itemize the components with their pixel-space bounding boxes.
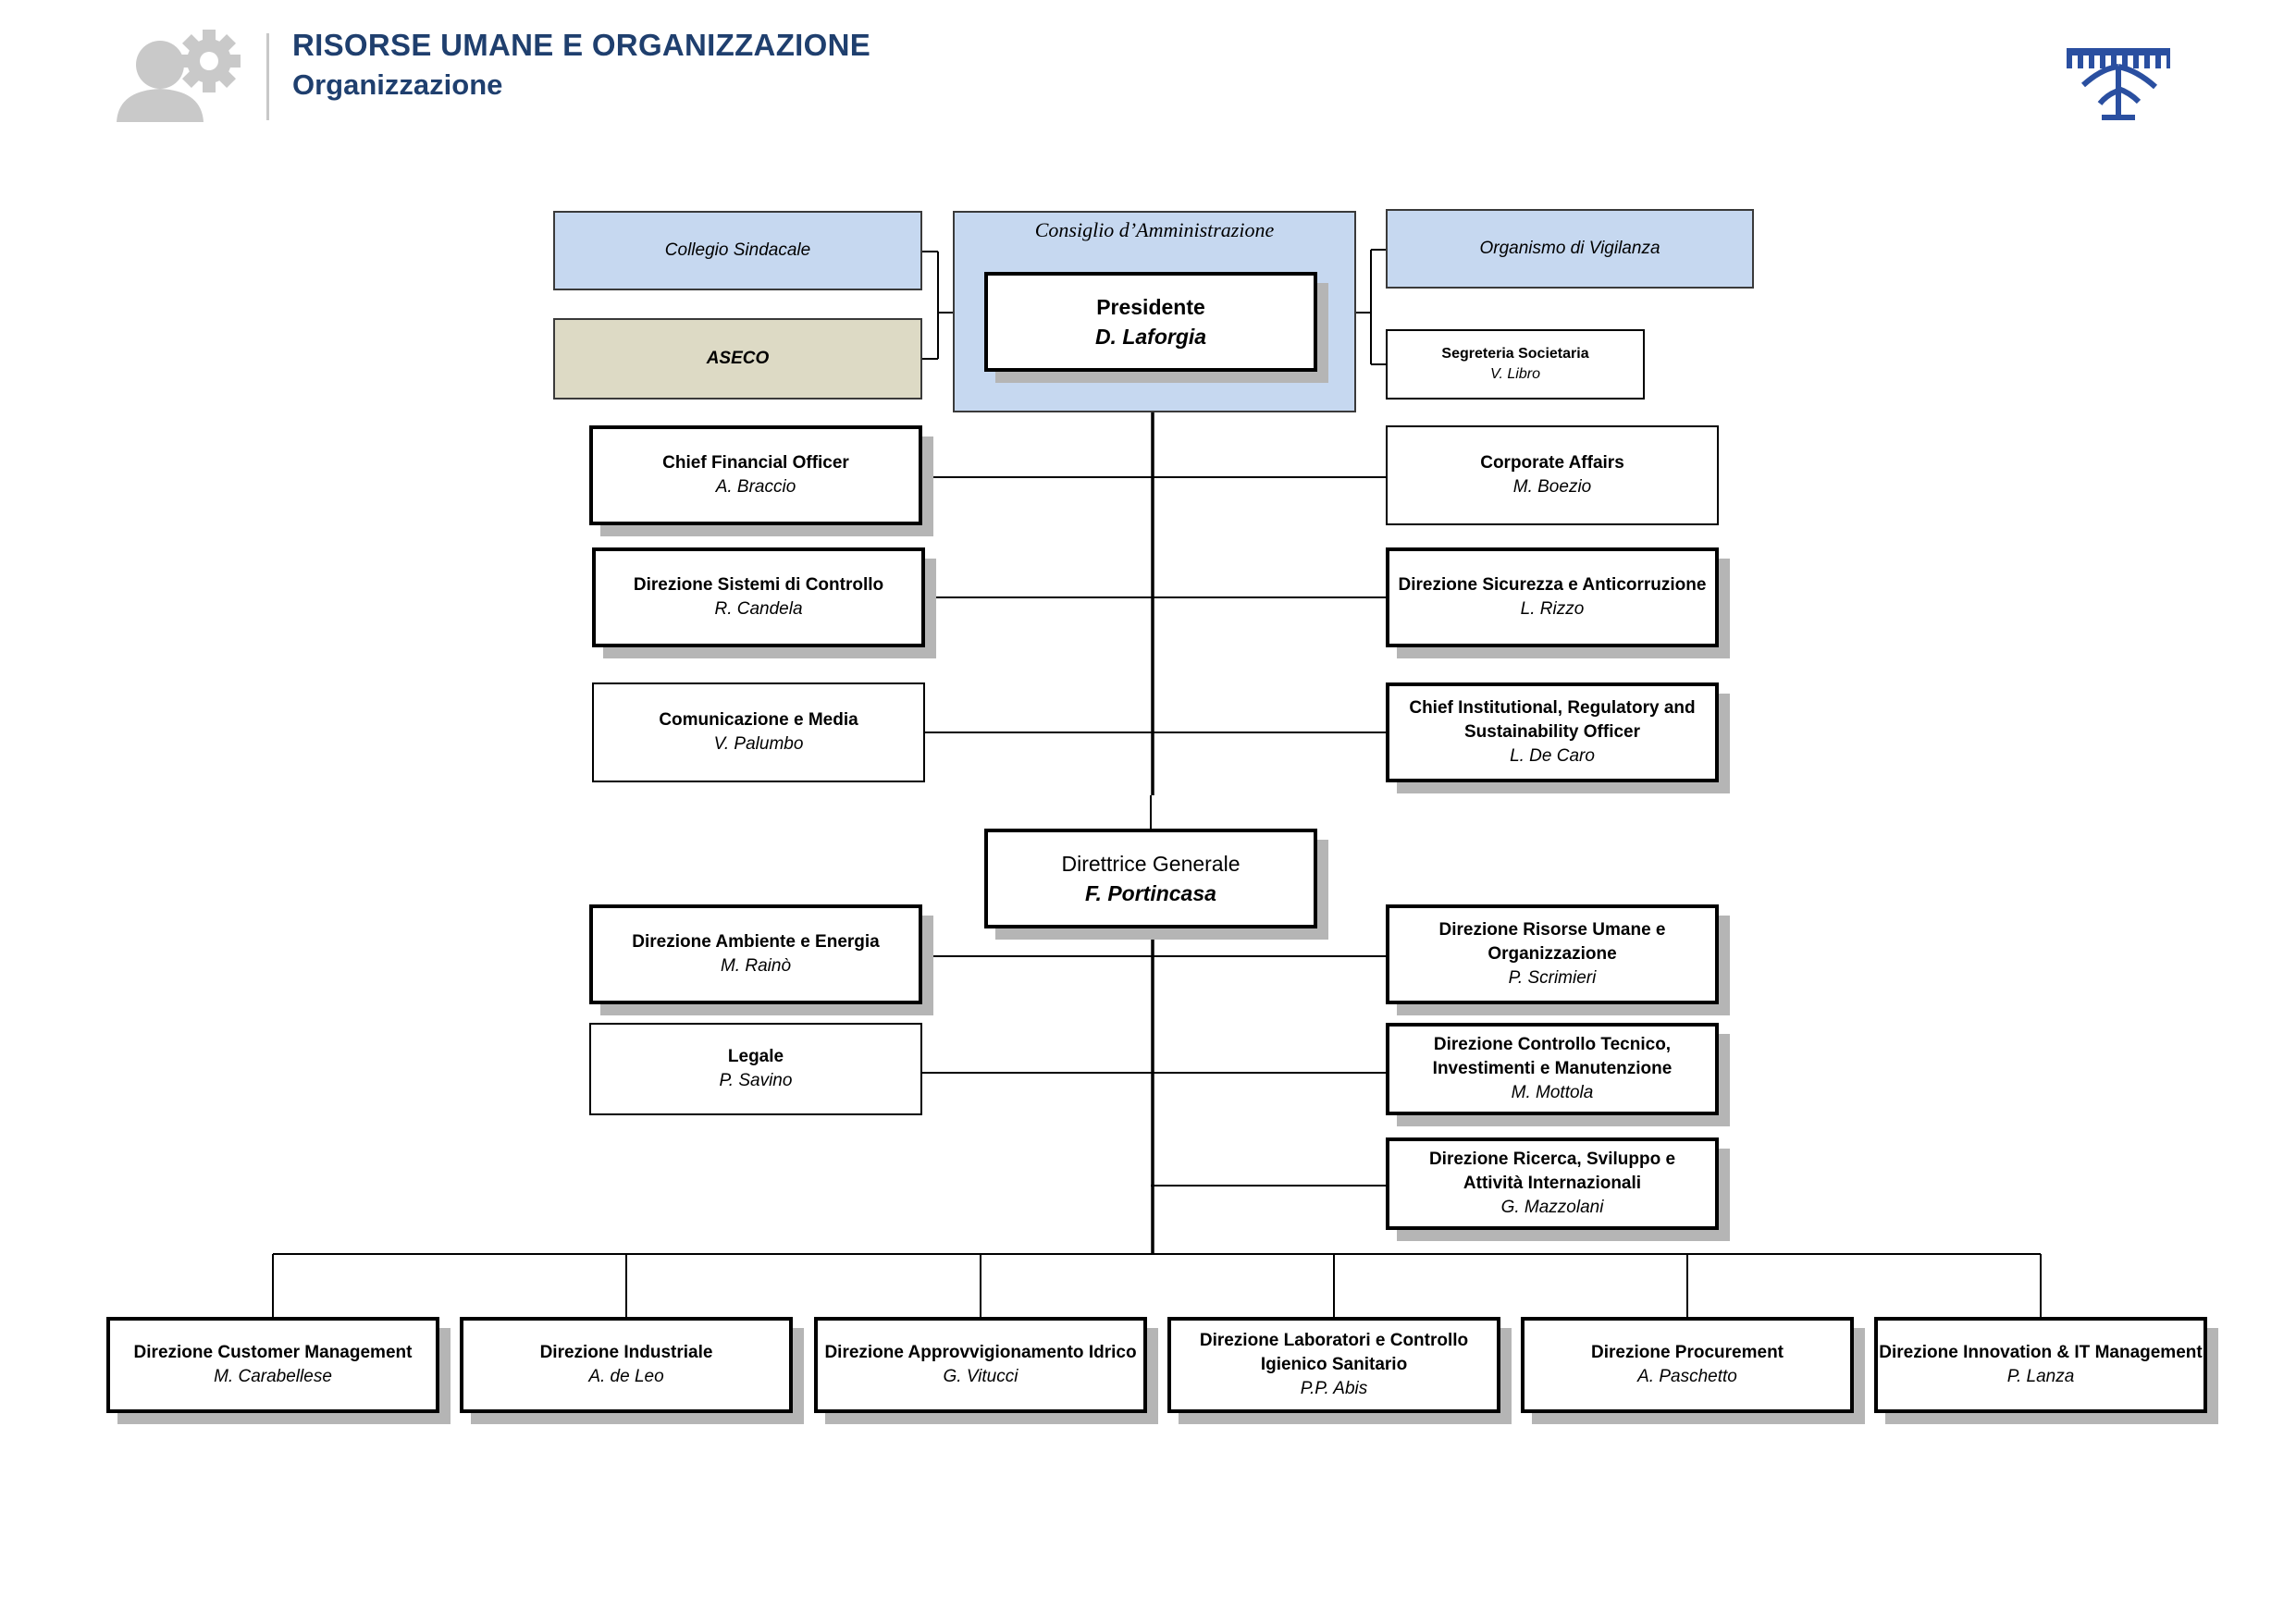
organismo-vigilanza-box: Organismo di Vigilanza [1386,209,1754,289]
tecnico-name: M. Mottola [1511,1083,1594,1102]
comunicazione-name: V. Palumbo [713,734,804,754]
ops-direction-title: Direzione Laboratori e Controllo Igienic… [1199,1331,1469,1374]
comunicazione-media-box: Comunicazione e Media V. Palumbo [592,682,925,782]
header-separator [266,33,269,120]
page-title: RISORSE UMANE E ORGANIZZAZIONE [292,28,871,62]
ambiente-name: M. Rainò [720,956,792,976]
ops-direction-title: Direzione Approvvigionamento Idrico [824,1343,1137,1362]
risorse-title: Direzione Risorse Umane e Organizzazione [1438,920,1666,964]
sistemi-controllo-name: R. Candela [714,599,803,619]
direttrice-generale-box: Direttrice Generale F. Portincasa [984,829,1317,928]
ops-direction-box: Direzione Laboratori e Controllo Igienic… [1167,1317,1500,1413]
sicurezza-anticorruzione-box: Direzione Sicurezza e Anticorruzione L. … [1386,547,1719,647]
ops-direction-name: P.P. Abis [1300,1379,1368,1398]
ricerca-sviluppo-box: Direzione Ricerca, Sviluppo e Attività I… [1386,1137,1719,1230]
organismo-vigilanza-label: Organismo di Vigilanza [1479,239,1660,258]
ambiente-title: Direzione Ambiente e Energia [632,932,880,952]
risorse-name: P. Scrimieri [1508,968,1597,988]
people-gear-icon [109,26,257,129]
ops-direction-box: Direzione Innovation & IT Management P. … [1874,1317,2207,1413]
ops-direction-box: Direzione Procurement A. Paschetto [1521,1317,1854,1413]
collegio-sindacale-label: Collegio Sindacale [664,240,811,260]
page-subtitle: Organizzazione [292,68,503,101]
dg-title: Direttrice Generale [1061,852,1241,876]
ops-direction-title: Direzione Innovation & IT Management [1879,1343,2203,1362]
ops-direction-title: Direzione Industriale [539,1343,713,1362]
board-of-directors-label: Consiglio d’Amministrazione [1034,218,1275,241]
legale-box: Legale P. Savino [589,1023,922,1115]
corporate-affairs-box: Corporate Affairs M. Boezio [1386,425,1719,525]
ops-direction-name: G. Vitucci [943,1367,1018,1386]
cfo-title: Chief Financial Officer [662,453,849,473]
institutional-officer-box: Chief Institutional, Regulatory and Sust… [1386,682,1719,782]
tecnico-title: Direzione Controllo Tecnico, Investiment… [1432,1035,1673,1078]
cfo-name: A. Braccio [715,477,796,497]
segreteria-title: Segreteria Societaria [1441,346,1589,362]
corporate-affairs-title: Corporate Affairs [1480,453,1624,473]
institutional-name: L. De Caro [1510,746,1595,766]
ambiente-energia-box: Direzione Ambiente e Energia M. Rainò [589,904,922,1004]
presidente-title: Presidente [1096,295,1205,319]
ricerca-name: G. Mazzolani [1500,1198,1604,1217]
ops-direction-title: Direzione Procurement [1591,1343,1784,1362]
ops-direction-name: M. Carabellese [214,1367,332,1386]
ops-direction-name: A. de Leo [588,1367,664,1386]
comunicazione-title: Comunicazione e Media [659,710,858,730]
controllo-tecnico-box: Direzione Controllo Tecnico, Investiment… [1386,1023,1719,1115]
ops-direction-box: Direzione Customer Management M. Carabel… [106,1317,439,1413]
presidente-box: Presidente D. Laforgia [984,272,1317,372]
ops-direction-box: Direzione Industriale A. de Leo [460,1317,793,1413]
cfo-box: Chief Financial Officer A. Braccio [589,425,922,525]
ops-direction-box: Direzione Approvvigionamento Idrico G. V… [814,1317,1147,1413]
sistemi-controllo-title: Direzione Sistemi di Controllo [633,575,884,595]
segreteria-societaria-box: Segreteria Societaria V. Libro [1386,329,1645,400]
ricerca-title: Direzione Ricerca, Sviluppo e Attività I… [1428,1150,1676,1193]
legale-name: P. Savino [719,1071,793,1090]
sistemi-controllo-box: Direzione Sistemi di Controllo R. Candel… [592,547,925,647]
dg-name: F. Portincasa [1085,881,1216,905]
institutional-title: Chief Institutional, Regulatory and Sust… [1409,698,1696,742]
ops-direction-name: P. Lanza [2006,1367,2075,1386]
aseco-box: ASECO [553,318,922,400]
segreteria-name: V. Libro [1490,366,1540,382]
legale-title: Legale [727,1047,784,1066]
aseco-label: ASECO [706,349,770,368]
corporate-affairs-name: M. Boezio [1512,477,1592,497]
sicurezza-name: L. Rizzo [1520,599,1585,619]
collegio-sindacale-box: Collegio Sindacale [553,211,922,290]
presidente-name: D. Laforgia [1094,325,1207,349]
sicurezza-title: Direzione Sicurezza e Anticorruzione [1398,575,1707,595]
risorse-umane-box: Direzione Risorse Umane e Organizzazione… [1386,904,1719,1004]
ops-direction-name: A. Paschetto [1637,1367,1737,1386]
aqueduct-tree-logo [2065,43,2172,127]
ops-direction-title: Direzione Customer Management [133,1343,413,1362]
